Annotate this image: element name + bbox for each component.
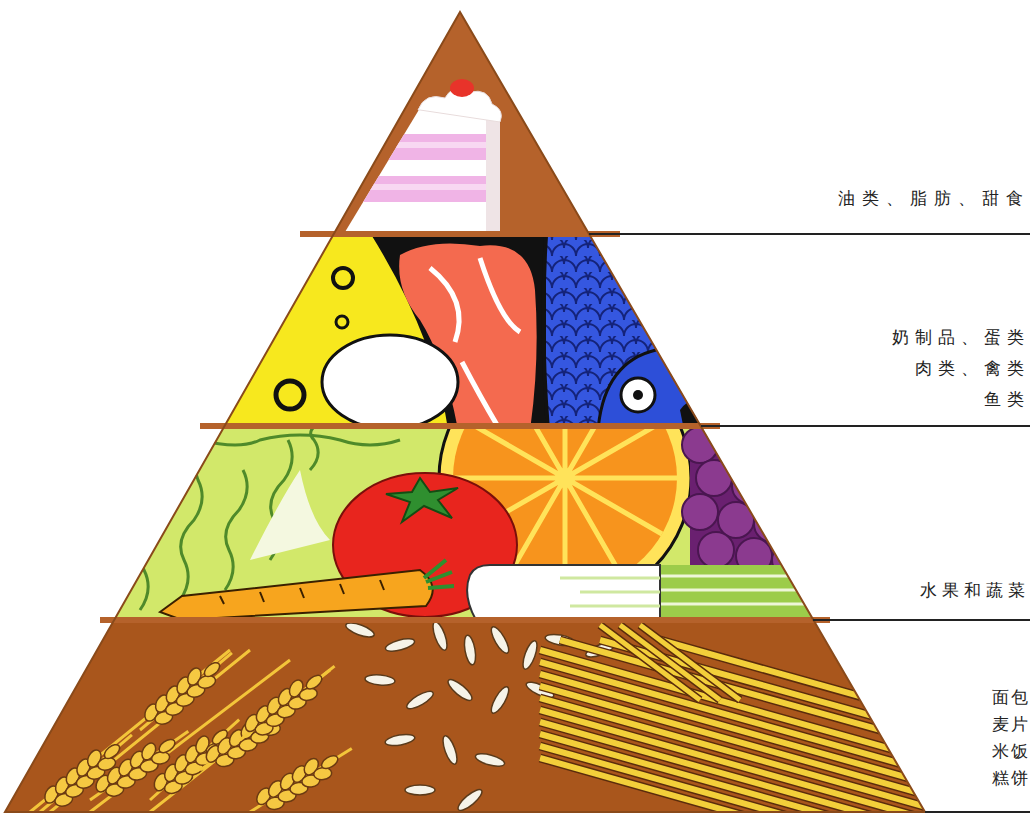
grain-tier (0, 616, 930, 814)
tier-label: 水果和蔬菜 (920, 578, 1030, 602)
produce-tier (110, 352, 820, 624)
label-rule (589, 234, 1030, 812)
tier-label: 油类、脂肪、甜食 (838, 186, 1030, 210)
tier-label: 奶制品、蛋类 肉类、禽类 鱼类 (884, 322, 1030, 415)
protein-tier (220, 230, 716, 430)
pyramid-outline (5, 12, 925, 812)
tier-label: 面包 麦片 米饭 糕饼 (984, 684, 1030, 792)
